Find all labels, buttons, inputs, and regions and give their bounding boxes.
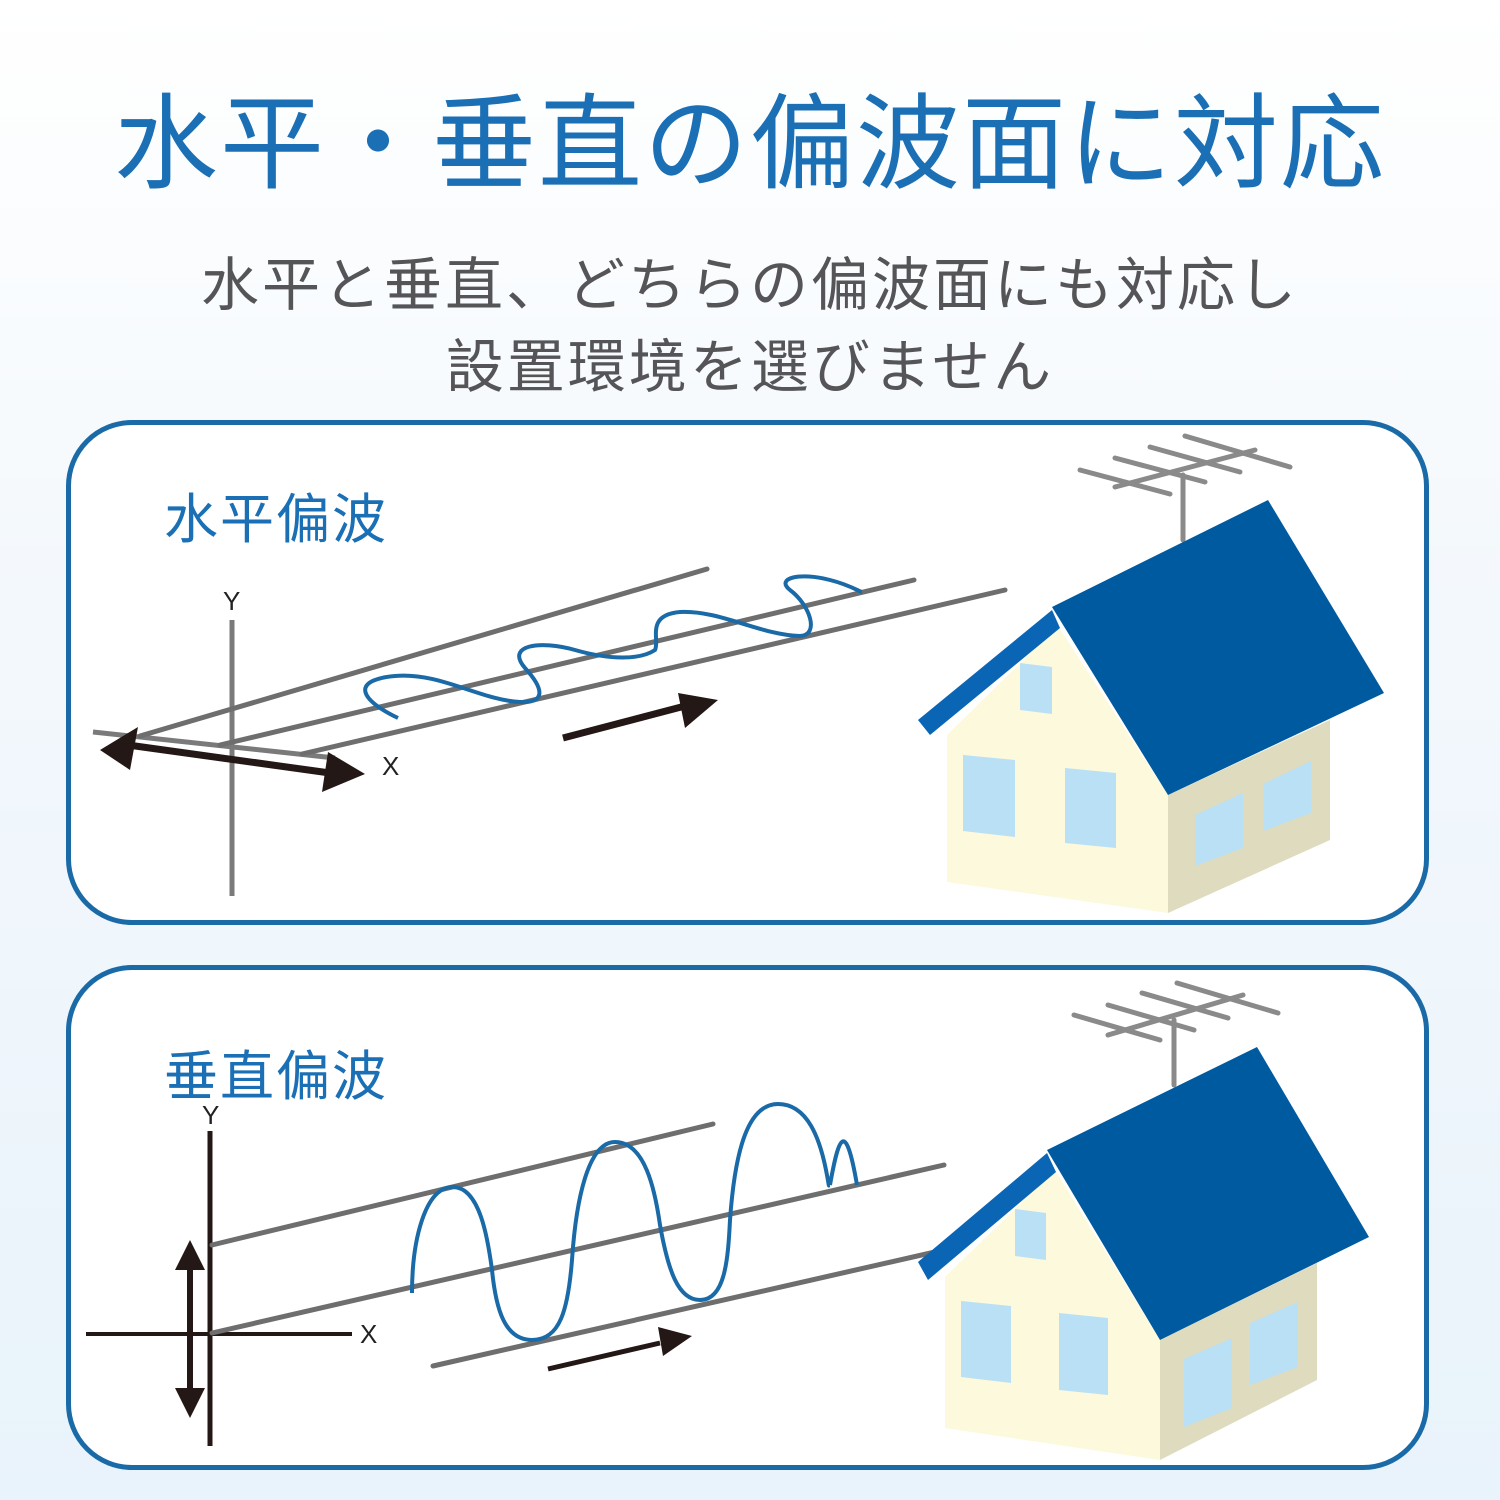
direction-arrow-icon [547, 1327, 692, 1372]
y-axis-label: Y [223, 586, 240, 616]
vertical-axes: Y X [86, 1100, 377, 1446]
x-axis-label: X [360, 1319, 377, 1349]
horizontal-wave-icon [363, 574, 863, 720]
subtitle-line-1: 水平と垂直、どちらの偏波面にも対応し [200, 251, 1299, 319]
panel-label-vertical: 垂直偏波 [164, 1045, 388, 1108]
x-axis-label: X [382, 751, 399, 781]
y-axis-label: Y [202, 1100, 219, 1130]
vertical-wave-icon [410, 1101, 859, 1343]
vertical-guide-lines [209, 1121, 951, 1369]
double-arrow-vertical-icon [175, 1240, 205, 1418]
panel-label-horizontal: 水平偏波 [164, 488, 388, 551]
page-title: 水平・垂直の偏波面に対応 [113, 83, 1386, 205]
house-with-antenna-icon [918, 433, 1384, 913]
subtitle-line-2: 設置環境を選びません [445, 333, 1055, 401]
horizontal-guide-lines [137, 566, 1008, 757]
house-with-antenna-icon [918, 980, 1369, 1460]
direction-arrow-icon [562, 693, 718, 742]
double-arrow-horizontal-icon [100, 727, 365, 792]
page-subtitle: 水平と垂直、どちらの偏波面にも対応し 設置環境を選びません [0, 244, 1500, 408]
